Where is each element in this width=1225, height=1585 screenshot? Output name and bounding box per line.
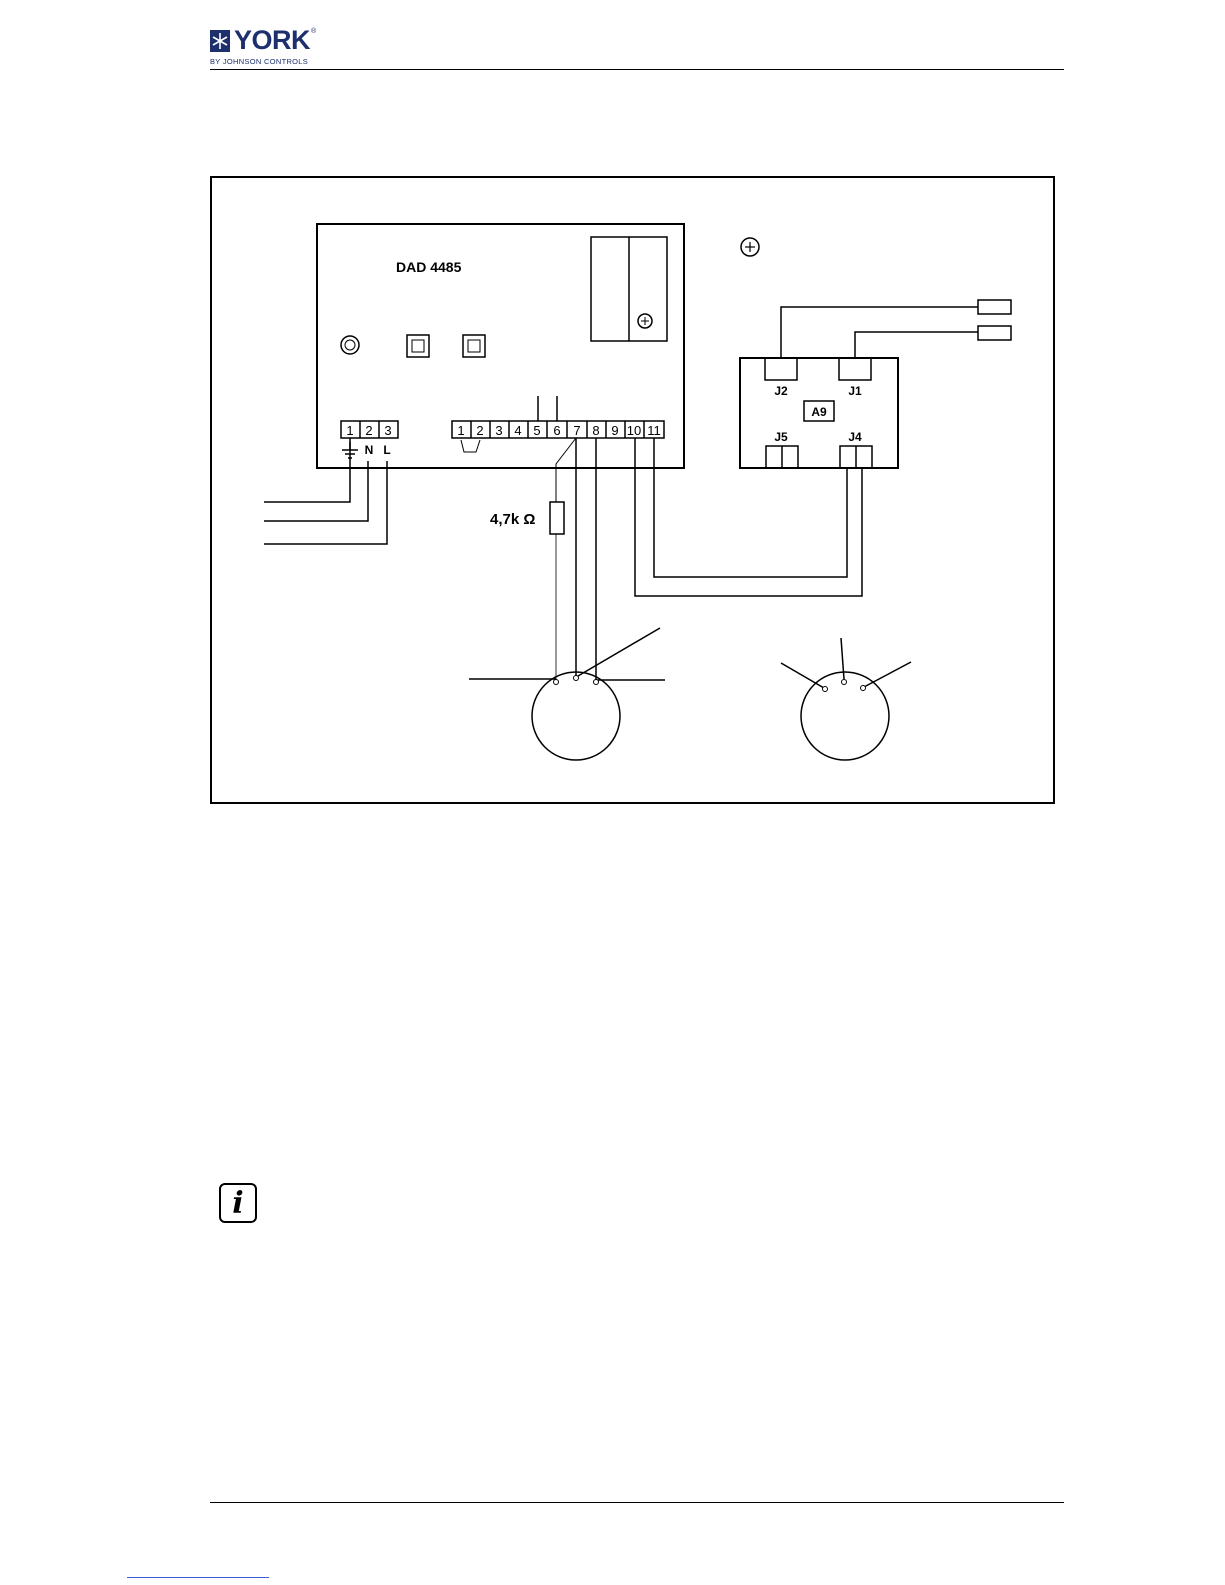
a9-label: A9 (811, 405, 827, 419)
j1-label: J1 (848, 384, 862, 398)
j2-label: J2 (774, 384, 788, 398)
knob (341, 336, 359, 354)
link-underline (127, 1577, 269, 1578)
power-terminal-3: 3 (384, 423, 391, 438)
wiring-diagram: DAD 4485 1 2 3 N L 1 2 3 4 5 6 7 8 9 10 … (210, 176, 1062, 810)
signal-terminal-8: 8 (592, 423, 599, 438)
signal-terminal-2: 2 (476, 423, 483, 438)
button-1 (407, 335, 429, 357)
diagram-border (211, 177, 1054, 803)
resistor (550, 502, 564, 534)
brand-subtitle: BY JOHNSON CONTROLS (210, 57, 308, 66)
sensor-2 (801, 672, 889, 760)
signal-terminal-6: 6 (553, 423, 560, 438)
power-terminal-1: 1 (346, 423, 353, 438)
signal-terminal-1: 1 (457, 423, 464, 438)
sensor-1 (532, 672, 620, 760)
signal-terminal-3: 3 (495, 423, 502, 438)
signal-terminal-5: 5 (533, 423, 540, 438)
plug-1 (978, 300, 1011, 314)
connector-j1 (839, 358, 871, 380)
info-icon: i (219, 1183, 257, 1223)
header-divider (210, 69, 1064, 70)
brand-name: YORK (234, 25, 310, 55)
signal-terminal-9: 9 (611, 423, 618, 438)
live-mark: L (383, 443, 390, 457)
footer-divider (210, 1502, 1064, 1503)
connector-j2 (765, 358, 797, 380)
power-terminal-2: 2 (365, 423, 372, 438)
neutral-mark: N (365, 443, 374, 457)
signal-terminal-11: 11 (647, 423, 661, 438)
controller-label: DAD 4485 (396, 259, 462, 275)
plug-2 (978, 326, 1011, 340)
signal-terminal-4: 4 (514, 423, 521, 438)
signal-terminal-10: 10 (627, 423, 641, 438)
york-logo: YORK ® BY JOHNSON CONTROLS (210, 28, 330, 68)
j5-label: J5 (774, 430, 788, 444)
registered-mark: ® (311, 28, 316, 35)
j4-label: J4 (848, 430, 862, 444)
resistor-label: 4,7k Ω (490, 511, 535, 528)
button-2 (463, 335, 485, 357)
signal-terminal-7: 7 (573, 423, 580, 438)
snowflake-icon (210, 30, 230, 52)
wiring-diagram-svg: DAD 4485 1 2 3 N L 1 2 3 4 5 6 7 8 9 10 … (210, 176, 1062, 810)
info-glyph: i (221, 1185, 255, 1221)
